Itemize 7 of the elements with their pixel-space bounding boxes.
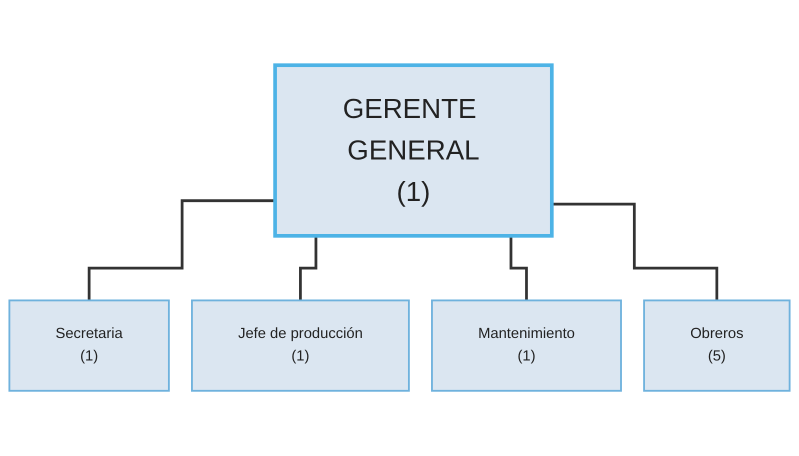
connector	[552, 202, 718, 302]
node-box: GERENTE GENERAL (1)	[273, 63, 554, 238]
node-box: Secretaria (1)	[8, 299, 170, 392]
node-box: Mantenimiento (1)	[431, 299, 622, 392]
node-box: Jefe de producción (1)	[191, 299, 410, 392]
node-box: Obreros (5)	[643, 299, 791, 392]
connector	[88, 199, 276, 302]
